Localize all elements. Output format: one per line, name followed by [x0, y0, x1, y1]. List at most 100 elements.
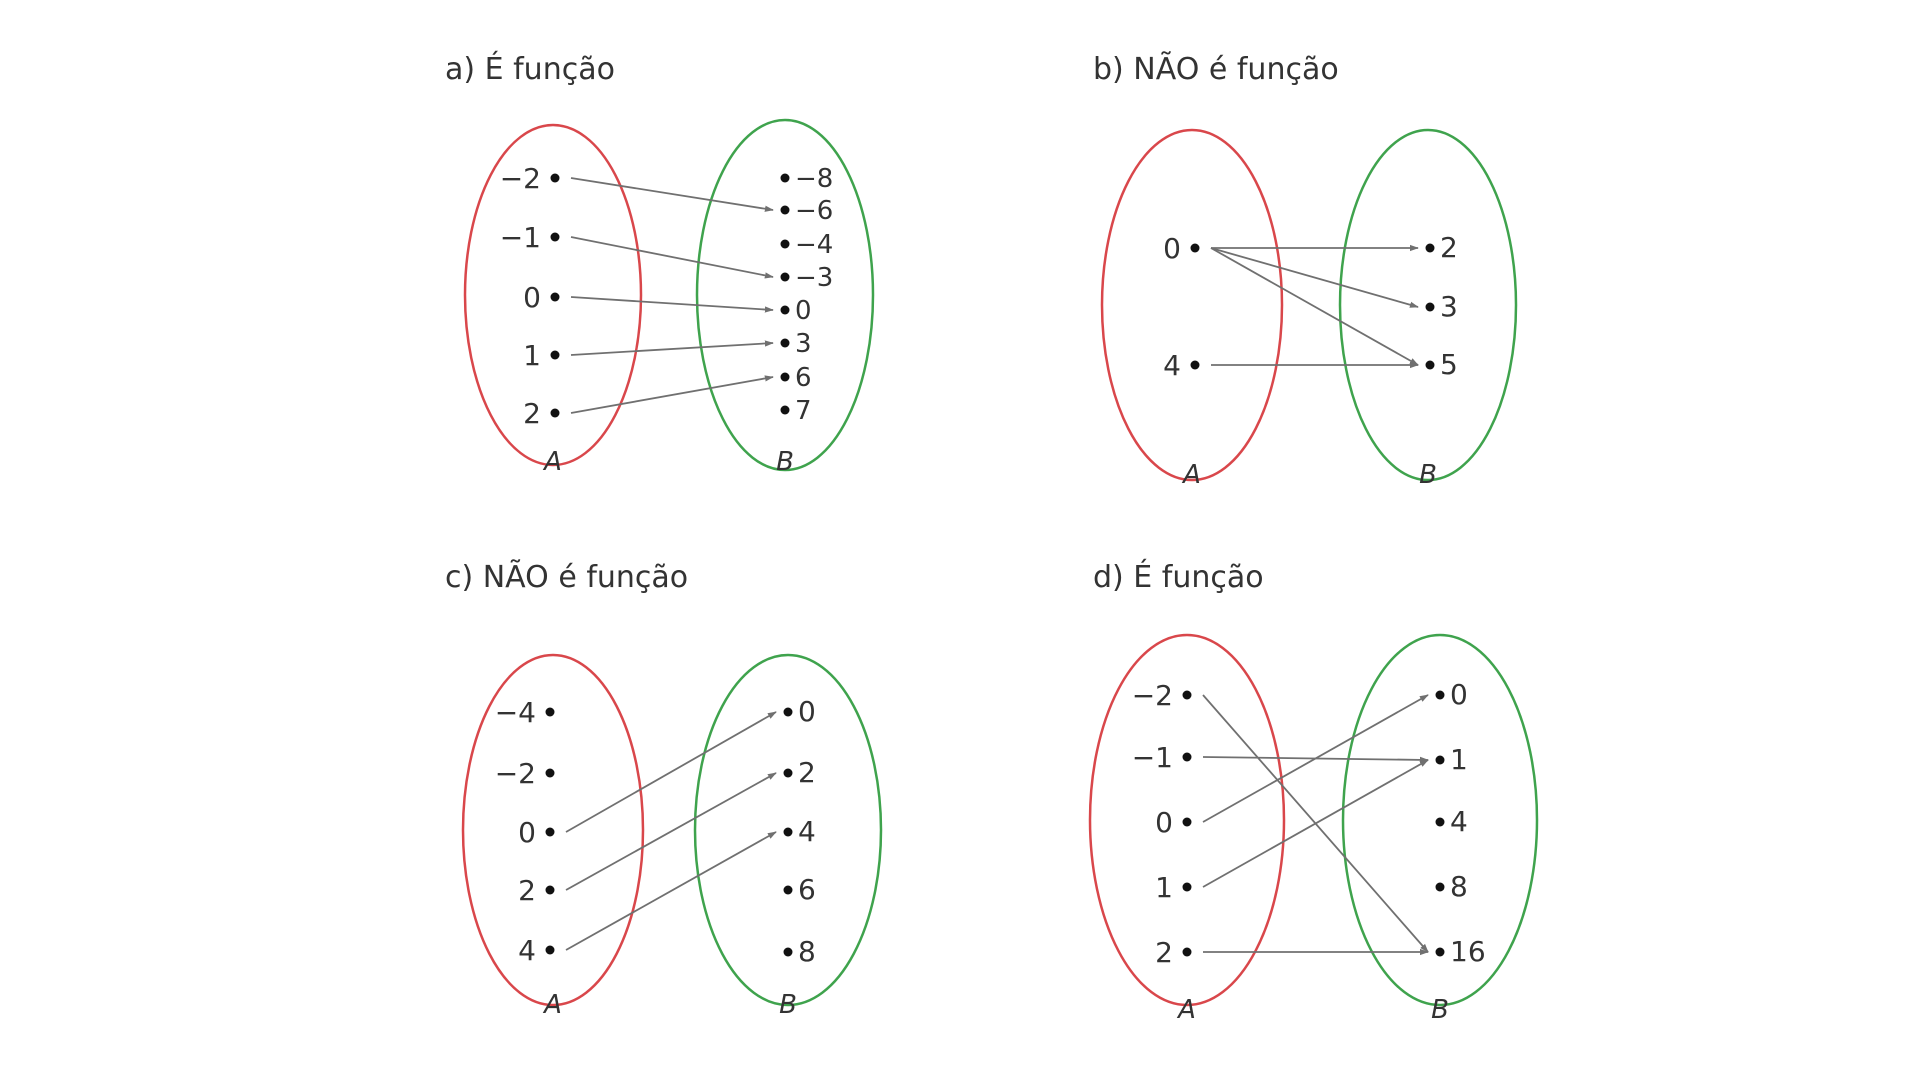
- mapping-arrow: [570, 296, 774, 313]
- mapping-arrow: [1202, 694, 1429, 823]
- domain-value-label: 2: [518, 874, 536, 907]
- set-a-ellipse: [1088, 633, 1286, 1007]
- codomain-point-dot: [783, 707, 793, 717]
- set-b-label: B: [779, 990, 797, 1020]
- codomain-point-dot: [780, 239, 790, 249]
- codomain-value-label: 4: [1450, 805, 1468, 838]
- set-b-ellipse: [1338, 128, 1518, 482]
- mapping-arrow: [565, 711, 777, 833]
- domain-value-label: 2: [1155, 936, 1173, 969]
- codomain-value-label: −6: [795, 196, 833, 226]
- domain-value-label: −1: [500, 221, 541, 254]
- domain-point-dot: [1182, 752, 1192, 762]
- domain-point-dot: [1190, 360, 1200, 370]
- domain-value-label: 0: [518, 816, 536, 849]
- codomain-point-dot: [1435, 817, 1445, 827]
- codomain-value-label: 0: [798, 695, 816, 728]
- mapping-arrow: [570, 236, 774, 279]
- domain-point-dot: [545, 945, 555, 955]
- codomain-value-label: 0: [795, 296, 812, 326]
- domain-point-dot: [550, 408, 560, 418]
- domain-point-dot: [550, 350, 560, 360]
- codomain-value-label: 1: [1450, 743, 1468, 776]
- domain-point-dot: [1182, 882, 1192, 892]
- domain-value-label: 4: [1163, 349, 1181, 382]
- domain-point-dot: [550, 292, 560, 302]
- codomain-point-dot: [1435, 882, 1445, 892]
- set-b-ellipse: [1341, 633, 1539, 1007]
- codomain-value-label: 2: [1440, 231, 1458, 264]
- panel-c-title: c) NÃO é função: [445, 560, 689, 595]
- domain-value-label: −1: [1132, 741, 1173, 774]
- mapping-arrow: [570, 340, 774, 356]
- domain-point-dot: [545, 827, 555, 837]
- codomain-value-label: 6: [798, 873, 816, 906]
- domain-point-dot: [550, 232, 560, 242]
- codomain-value-label: 3: [795, 329, 812, 359]
- mapping-arrow: [1202, 759, 1429, 888]
- set-a-label: A: [542, 990, 562, 1020]
- codomain-point-dot: [1435, 755, 1445, 765]
- codomain-value-label: 7: [795, 396, 812, 426]
- codomain-point-dot: [783, 885, 793, 895]
- domain-value-label: −2: [1132, 679, 1173, 712]
- set-a-label: A: [542, 447, 562, 477]
- domain-point-dot: [545, 768, 555, 778]
- codomain-value-label: 0: [1450, 678, 1468, 711]
- domain-value-label: 0: [1163, 232, 1181, 265]
- domain-value-label: 4: [518, 934, 536, 967]
- codomain-point-dot: [783, 947, 793, 957]
- set-a-label: A: [1181, 460, 1201, 490]
- codomain-point-dot: [780, 338, 790, 348]
- codomain-point-dot: [780, 205, 790, 215]
- set-a-ellipse: [463, 123, 643, 467]
- codomain-value-label: 6: [795, 363, 812, 393]
- domain-value-label: 0: [523, 281, 541, 314]
- codomain-value-label: −8: [795, 164, 833, 194]
- codomain-point-dot: [780, 272, 790, 282]
- codomain-point-dot: [780, 405, 790, 415]
- domain-value-label: 0: [1155, 806, 1173, 839]
- domain-value-label: 2: [523, 397, 541, 430]
- codomain-point-dot: [1425, 302, 1435, 312]
- panel-b-title: b) NÃO é função: [1093, 52, 1339, 87]
- domain-point-dot: [1182, 947, 1192, 957]
- codomain-point-dot: [783, 768, 793, 778]
- mapping-arrow: [565, 831, 777, 951]
- domain-point-dot: [550, 173, 560, 183]
- codomain-value-label: −3: [795, 263, 833, 293]
- domain-value-label: 1: [523, 339, 541, 372]
- codomain-value-label: 8: [798, 935, 816, 968]
- codomain-point-dot: [1435, 947, 1445, 957]
- set-b-label: B: [776, 447, 794, 477]
- domain-value-label: −4: [495, 696, 536, 729]
- domain-point-dot: [545, 707, 555, 717]
- set-b-ellipse: [695, 118, 875, 472]
- domain-value-label: 1: [1155, 871, 1173, 904]
- domain-point-dot: [1182, 690, 1192, 700]
- codomain-point-dot: [1435, 690, 1445, 700]
- codomain-value-label: 8: [1450, 870, 1468, 903]
- mapping-arrow: [570, 375, 774, 414]
- mapping-arrow: [570, 177, 774, 212]
- domain-point-dot: [1190, 243, 1200, 253]
- panel-a-title: a) É função: [445, 52, 615, 87]
- codomain-value-label: −4: [795, 230, 833, 260]
- panel-d-title: d) É função: [1093, 560, 1264, 595]
- domain-point-dot: [545, 885, 555, 895]
- set-a-ellipse: [1100, 128, 1284, 482]
- codomain-value-label: 5: [1440, 348, 1458, 381]
- codomain-value-label: 4: [798, 815, 816, 848]
- set-b-ellipse: [693, 653, 883, 1007]
- codomain-point-dot: [1425, 243, 1435, 253]
- domain-point-dot: [1182, 817, 1192, 827]
- set-a-label: A: [1176, 995, 1196, 1025]
- codomain-value-label: 3: [1440, 290, 1458, 323]
- codomain-point-dot: [1425, 360, 1435, 370]
- mapping-arrow: [1210, 247, 1419, 366]
